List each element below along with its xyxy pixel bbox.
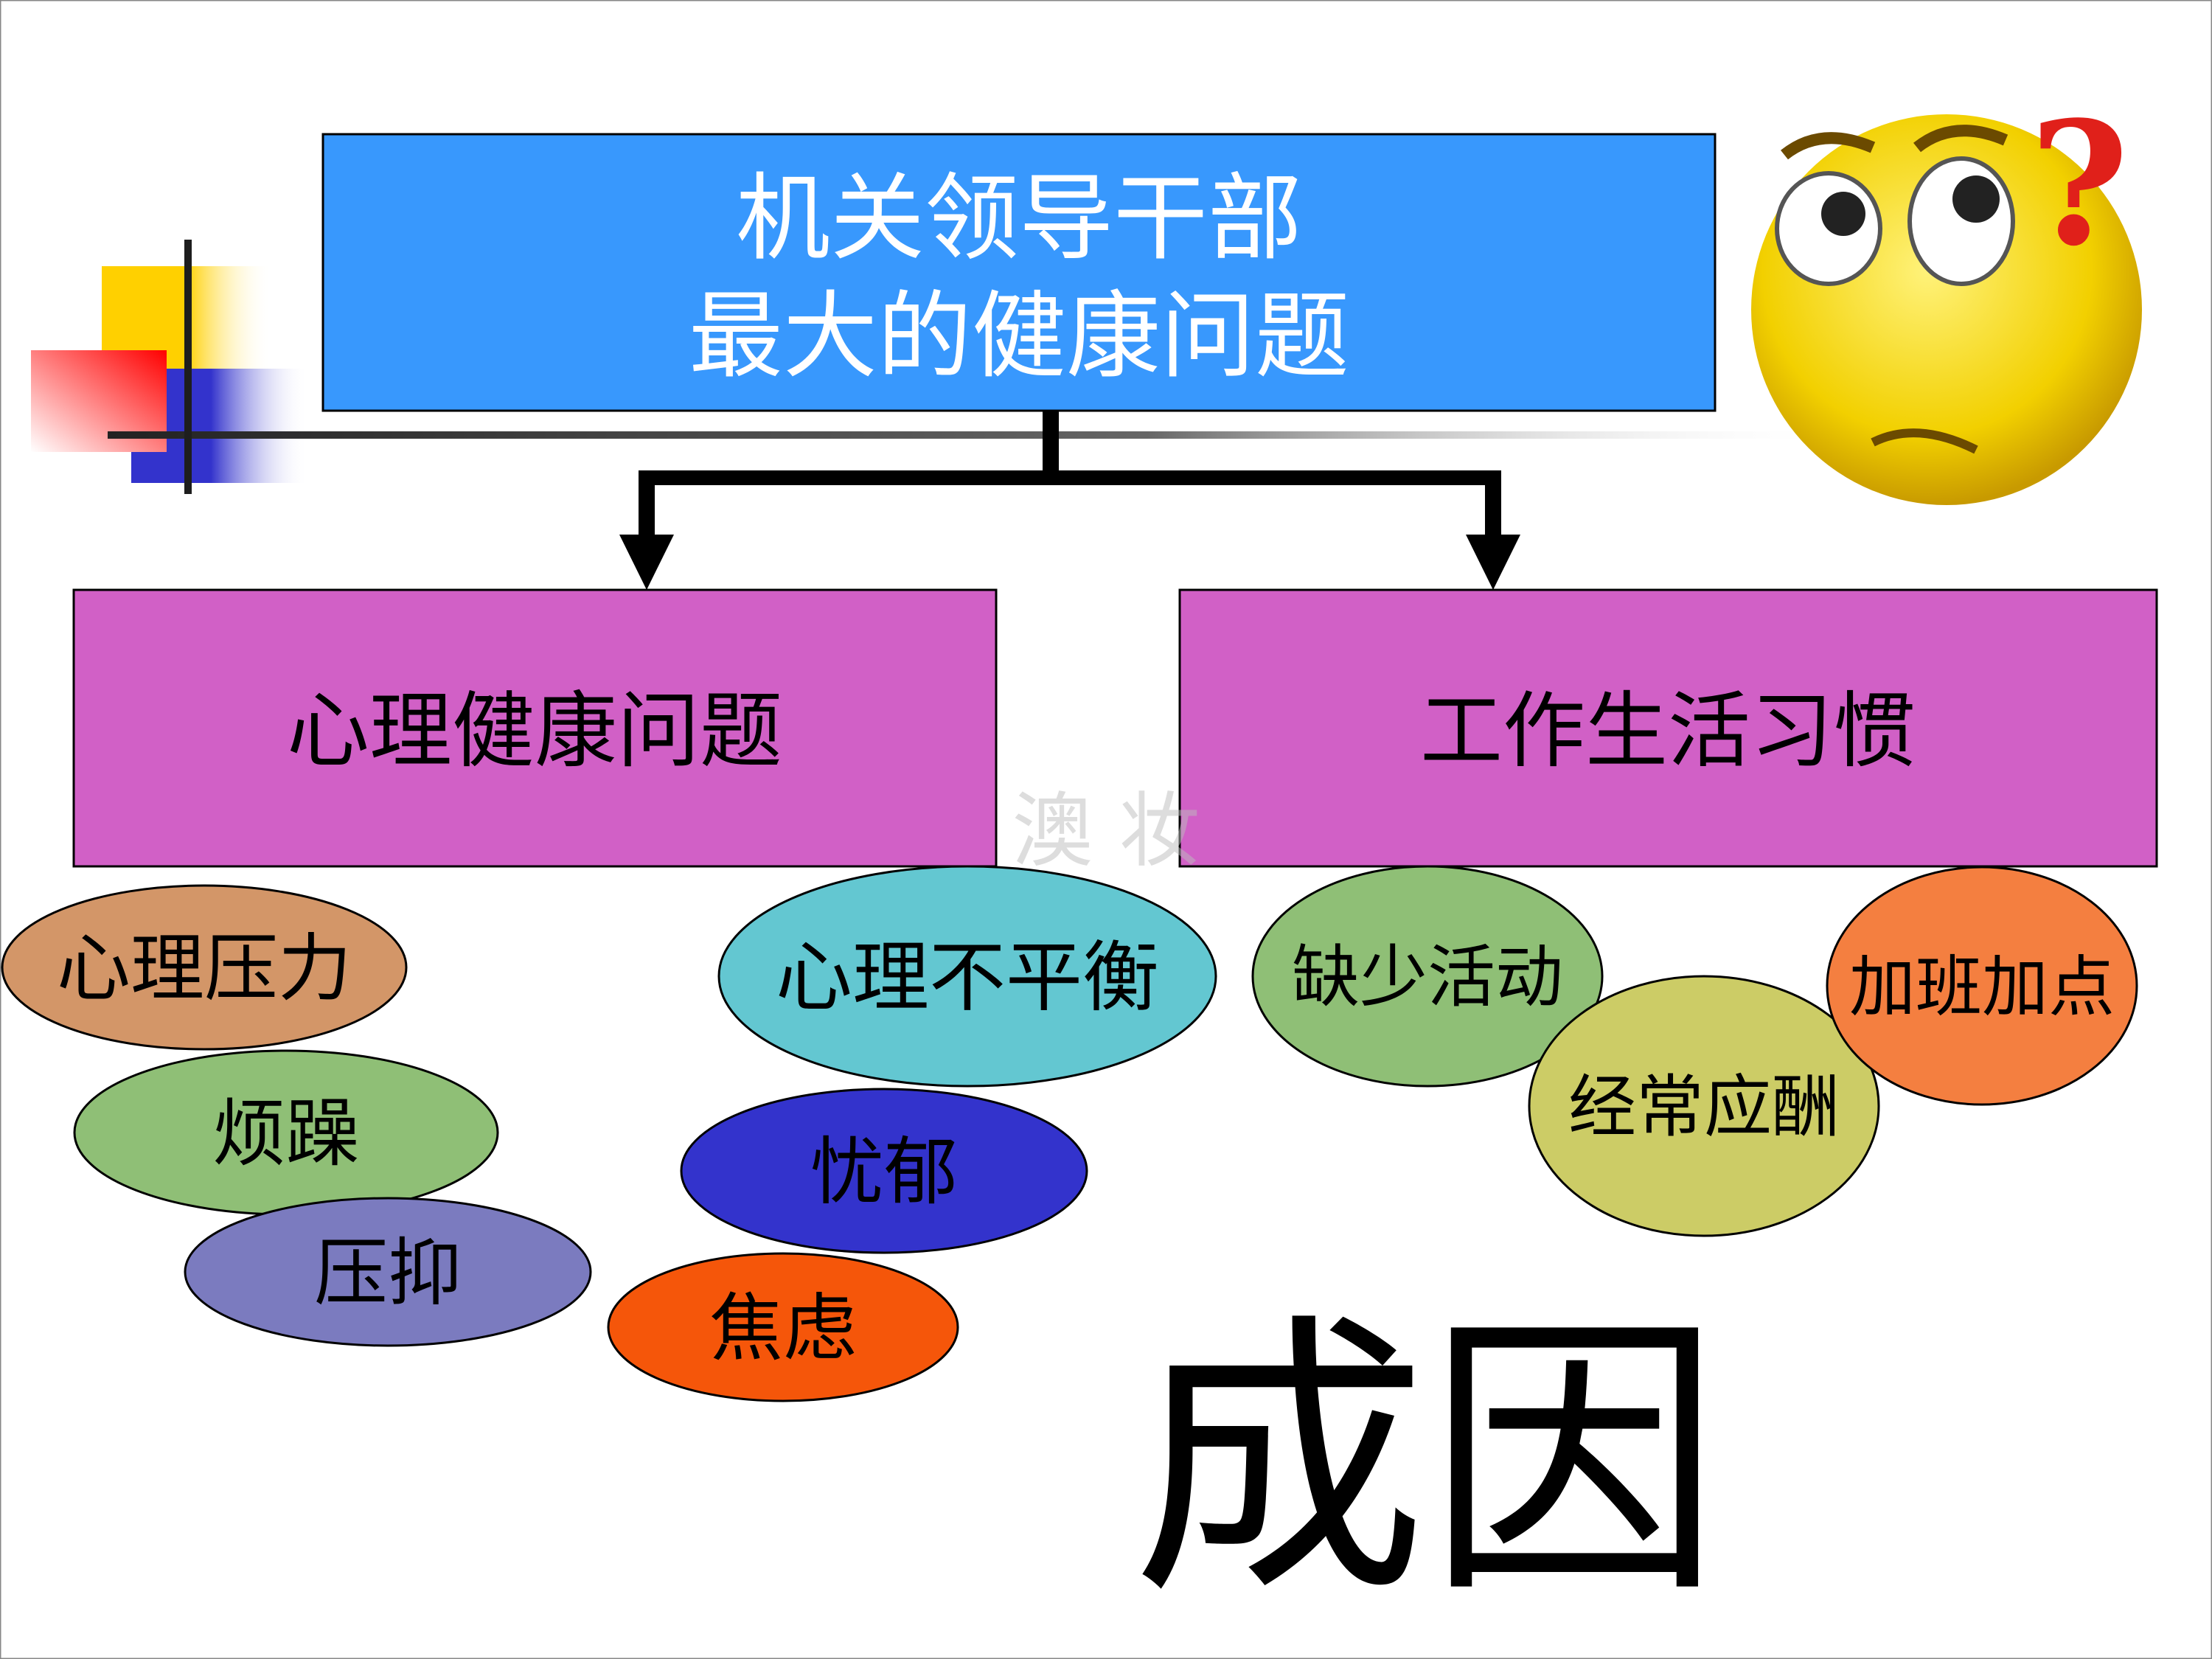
bubble-shape: [184, 1197, 592, 1347]
bubble-label: 烦躁: [212, 1091, 360, 1177]
bubble-shape: [680, 1088, 1088, 1254]
title-line-2: 最大的健康问题: [689, 282, 1349, 392]
bubble-2: 压抑: [184, 1197, 592, 1347]
bubble-label: 焦虑: [709, 1285, 857, 1371]
bubble-label: 缺少活动: [1292, 938, 1563, 1017]
title-box: 机关领导干部 最大的健康问题: [321, 133, 1717, 412]
bubble-shape: [1251, 865, 1604, 1088]
bubble-label: 加班加点: [1849, 948, 2115, 1026]
bubble-shape: [607, 1252, 959, 1402]
bubble-label: 经常应酬: [1568, 1068, 1840, 1147]
confused-smiley-icon: ?: [1751, 85, 2142, 505]
bubble-5: 焦虑: [607, 1252, 959, 1402]
bubble-4: 忧郁: [680, 1088, 1088, 1254]
bubble-shape: [717, 865, 1217, 1088]
bubble-3: 心理不平衡: [717, 865, 1217, 1088]
title-line-1: 机关领导干部: [736, 164, 1302, 274]
bubble-0: 心理压力: [1, 884, 408, 1051]
bubble-7: 经常应酬: [1528, 975, 1880, 1237]
category-lifestyle: 工作生活习惯: [1178, 588, 2158, 868]
bubble-shape: [1528, 975, 1880, 1237]
bubble-1: 烦躁: [73, 1049, 499, 1216]
bubble-label: 心理不平衡: [776, 932, 1159, 1022]
svg-text:?: ?: [2030, 85, 2129, 284]
watermark: 澳 妆: [1012, 784, 1200, 878]
connector-arrows: [619, 411, 1520, 590]
category-label: 心理健康问题: [287, 684, 782, 779]
bubble-label: 忧郁: [810, 1129, 958, 1215]
bubble-shape: [1826, 866, 2138, 1106]
bubble-6: 缺少活动: [1251, 865, 1604, 1088]
caption: 成因: [1132, 1290, 1722, 1633]
bubble-label: 压抑: [314, 1230, 462, 1316]
category-label: 工作生活习惯: [1420, 684, 1916, 779]
decorative-squares: [31, 240, 1840, 494]
bubble-shape: [1, 884, 408, 1051]
bubble-label: 心理压力: [57, 925, 352, 1012]
category-psychological: 心理健康问题: [72, 588, 998, 868]
bubble-8: 加班加点: [1826, 866, 2138, 1106]
